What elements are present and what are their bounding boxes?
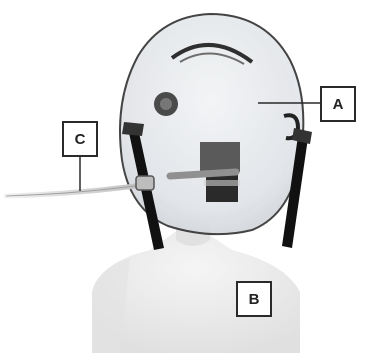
label-a: A <box>320 86 356 122</box>
mask-valve <box>200 142 240 172</box>
label-c: C <box>62 121 98 157</box>
label-b: B <box>236 281 272 317</box>
oxygen-tubing <box>6 184 150 196</box>
tube-connector <box>136 176 154 190</box>
